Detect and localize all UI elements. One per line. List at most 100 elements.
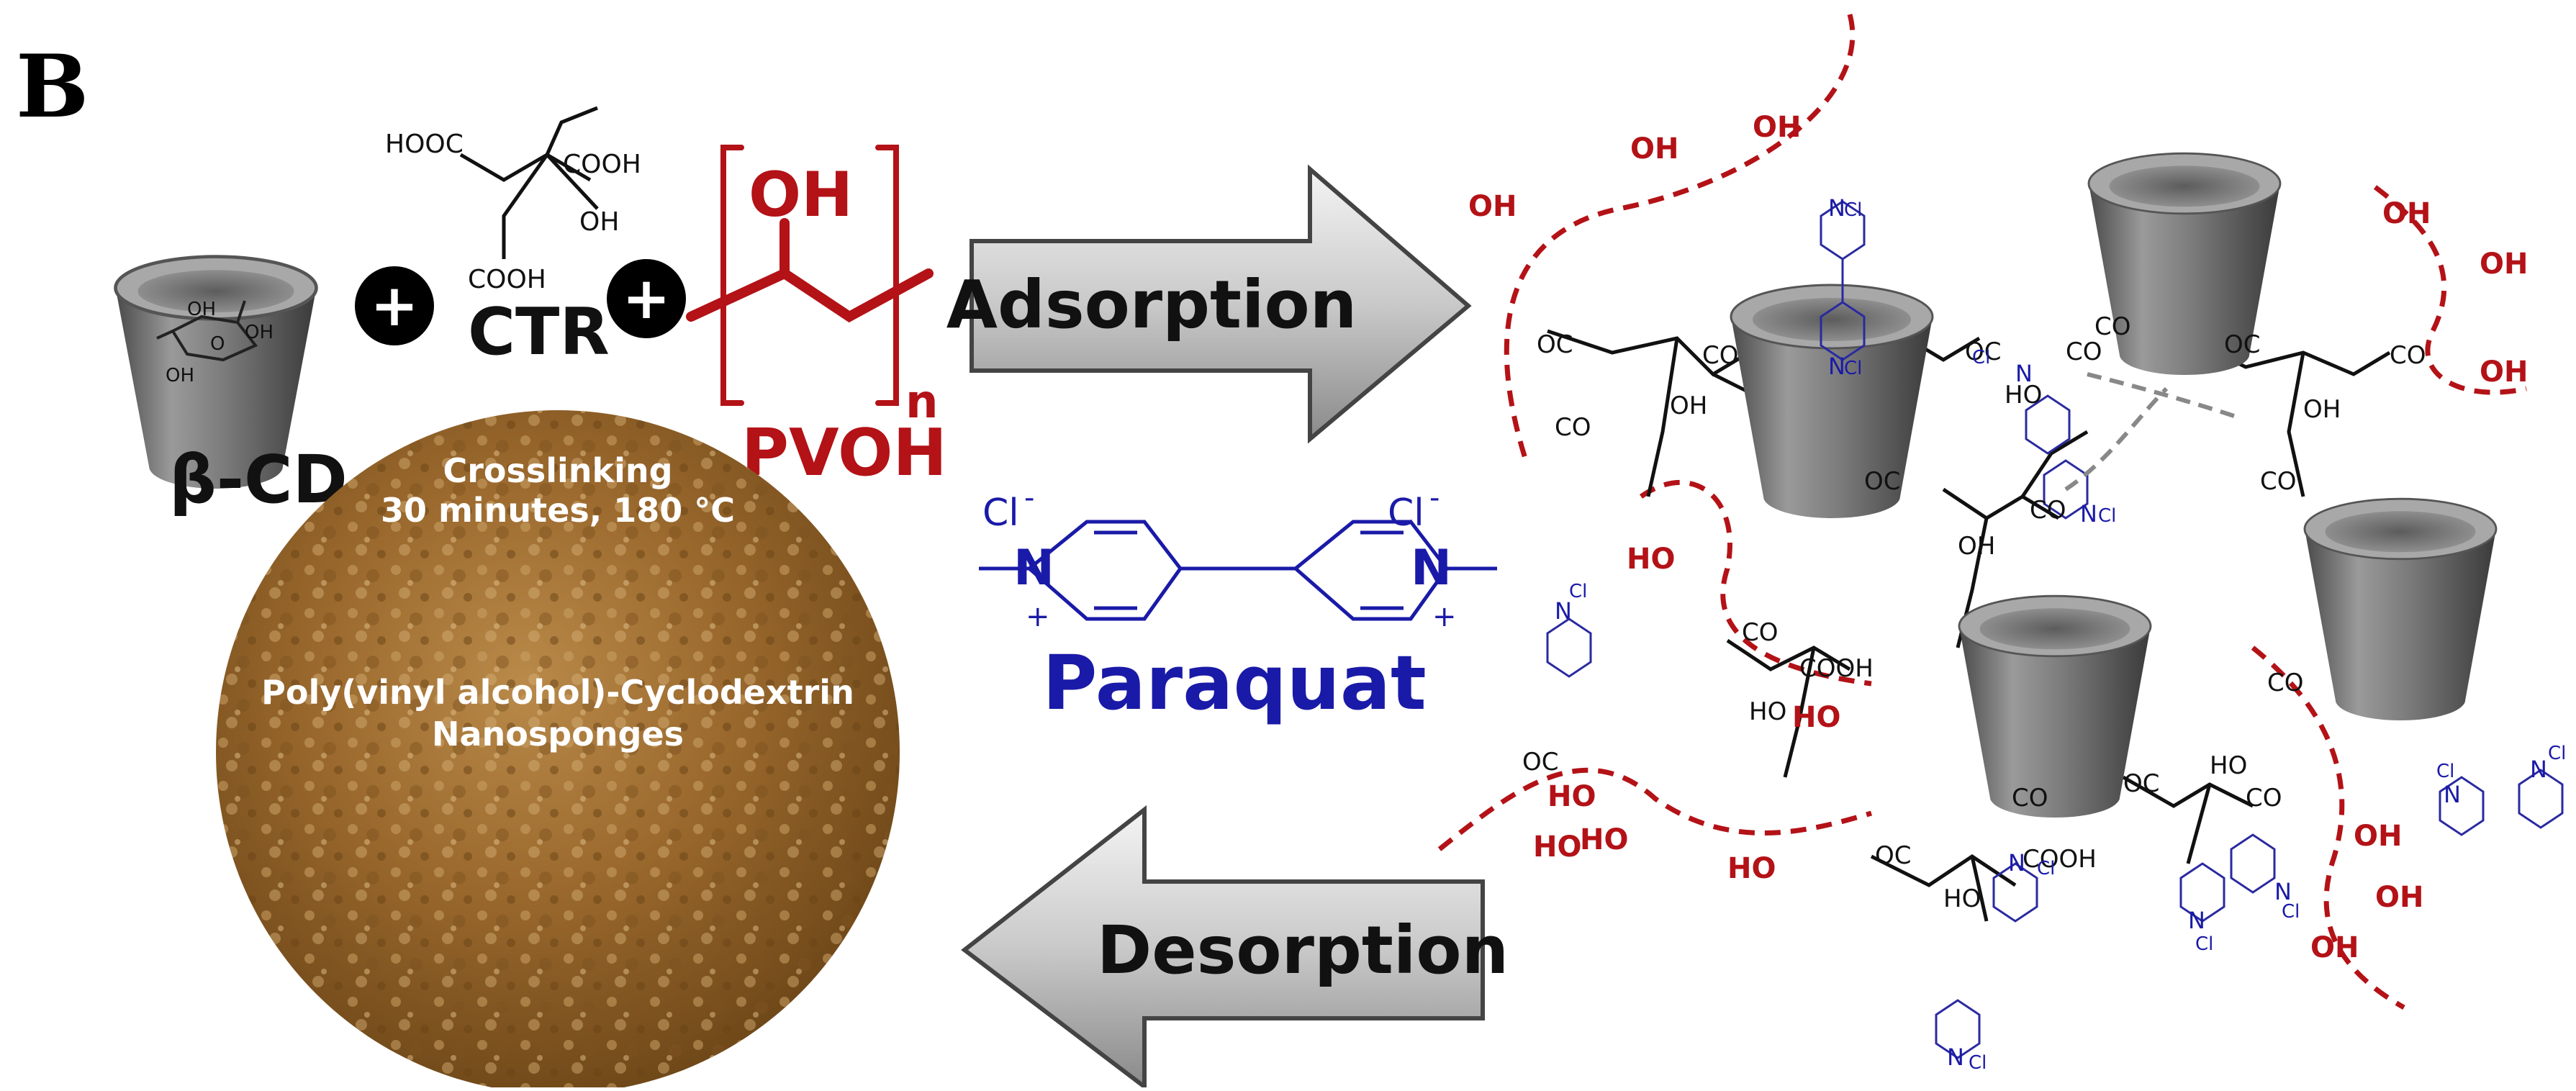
net-cl-1: Cl: [1844, 199, 1862, 221]
net-oh-8: OH: [2375, 881, 2423, 914]
net-oc-5: OC: [1522, 748, 1559, 777]
network-cup-3: [2303, 497, 2498, 722]
paraquat-cl-right: Cl: [1388, 492, 1424, 535]
net-oh-9: OH: [2310, 931, 2359, 964]
net-oc-7: OC: [1875, 841, 1912, 870]
net-oh-4: OH: [2382, 197, 2431, 230]
net-n-8: N: [2188, 907, 2205, 934]
net-n-7: N: [1947, 1044, 1964, 1071]
pvoh-oh-label: OH: [749, 159, 853, 231]
desorption-arrow: [961, 805, 1485, 1091]
net-co-2: CO: [1555, 413, 1591, 442]
net-co-3: CO: [2066, 338, 2102, 366]
beta-cd-cup-icon: OH OH O OH: [116, 257, 317, 489]
net-ho-3: HO: [1547, 780, 1596, 813]
net-n-5: N: [1555, 597, 1572, 625]
net-cooh-1: COOH: [1799, 654, 1874, 683]
paraquat-minus-left: -: [1024, 481, 1034, 515]
net-cl-4: Cl: [2098, 505, 2116, 527]
net-n-9: N: [2274, 878, 2292, 905]
net-cooh-2: COOH: [2023, 845, 2097, 874]
net-cl-7: Cl: [1969, 1052, 1987, 1074]
ctr-oh-label: OH: [579, 207, 619, 237]
net-ho-b4: HO: [1943, 884, 1981, 913]
net-oc-2: OC: [1965, 338, 2002, 366]
pvoh-n-label: n: [905, 376, 939, 429]
cd-ring-oh-label-3: OH: [166, 365, 194, 386]
paraquat-plus-right: +: [1432, 600, 1457, 633]
net-cl-3: Cl: [1972, 347, 1990, 368]
paraquat-n-right: N: [1411, 540, 1452, 597]
pvoh-chains: [1437, 14, 2527, 1010]
net-oh-b2: OH: [1958, 532, 1995, 561]
net-oc-6: OC: [2123, 769, 2160, 798]
photo-text-nanosponges: Nanosponges: [432, 715, 684, 753]
net-co-1: CO: [1702, 341, 1739, 370]
net-ho-2: HO: [1792, 701, 1840, 734]
network-dashed-grey: [2064, 372, 2239, 492]
pvoh-structure: [686, 145, 934, 406]
beta-cd-label: β-CD: [169, 441, 348, 518]
paraquat-plus-left: +: [1026, 600, 1050, 633]
ctr-cooh2-label: COOH: [468, 265, 546, 294]
ctr-label: CTR: [468, 294, 610, 370]
net-co-8: CO: [1742, 618, 1779, 647]
net-oh-5: OH: [2480, 248, 2528, 281]
net-n-1: N: [1828, 194, 1845, 222]
net-ho-b3: HO: [2210, 751, 2247, 780]
net-n-2: N: [1828, 353, 1845, 380]
net-n-10: N: [2444, 781, 2461, 808]
crosslink-bonds: [1547, 329, 2391, 922]
paraquat-n-left: N: [1013, 540, 1054, 597]
net-oh-1: OH: [1468, 190, 1517, 223]
photo-text-polymer: Poly(vinyl alcohol)-Cyclodextrin: [261, 673, 854, 712]
net-ho-5: HO: [1727, 852, 1776, 885]
panel-label: B: [16, 36, 89, 137]
net-n-6: N: [2008, 849, 2025, 877]
net-co-5: CO: [2390, 341, 2426, 370]
ctr-hooc-label: HOOC: [385, 130, 464, 159]
net-cl-6: Cl: [2037, 858, 2055, 879]
net-oc-3: OC: [1864, 467, 1901, 496]
net-co-6: CO: [2260, 467, 2297, 496]
net-oh-2: OH: [1630, 132, 1678, 166]
network-cup-4: [1958, 594, 2152, 819]
cd-ring-o-label: O: [210, 333, 225, 355]
net-oh-3: OH: [1753, 111, 1801, 144]
net-oh-6: OH: [2480, 356, 2528, 389]
net-cl-9: Cl: [2282, 901, 2300, 923]
net-co-9: CO: [2246, 784, 2282, 812]
net-ho-b1: HO: [2005, 381, 2042, 409]
net-oc-1: OC: [1537, 330, 1573, 359]
net-co-4: CO: [2030, 496, 2066, 525]
net-cl-11: Cl: [2548, 743, 2566, 764]
cd-ring-oh-label-2: OH: [245, 322, 274, 343]
plus-badge-1: +: [355, 266, 434, 345]
paraquat-structure: [979, 520, 1497, 621]
paraquat-cl-left: Cl: [982, 492, 1019, 535]
net-cl-5: Cl: [1569, 581, 1587, 602]
net-ho-b2: HO: [1749, 697, 1786, 726]
net-co-10: CO: [2267, 669, 2304, 697]
ctr-structure: [459, 106, 599, 259]
net-n-4: N: [2080, 500, 2097, 528]
plus-2-text: +: [622, 265, 670, 332]
adsorption-label: Adsorption: [946, 266, 1357, 343]
plus-1-text: +: [370, 272, 418, 339]
network-cup-1: [1730, 284, 1934, 520]
net-co-7: CO: [2094, 312, 2131, 341]
net-ho-1: HO: [1627, 543, 1675, 576]
net-ho-4: HO: [1580, 823, 1628, 856]
desorption-label: Desorption: [1097, 912, 1509, 989]
net-oc-4: OC: [2224, 330, 2261, 359]
net-cl-10: Cl: [2436, 761, 2454, 782]
nanosponge-photo: [216, 410, 900, 1091]
photo-text-crosslinking: Crosslinking: [443, 451, 672, 490]
cd-ring-oh-label-1: OH: [187, 299, 216, 320]
adsorption-arrow: [970, 164, 1472, 444]
net-co-11: CO: [2012, 784, 2048, 812]
paraquat-minus-right: -: [1429, 481, 1440, 515]
net-oh-b3: OH: [2303, 395, 2341, 424]
